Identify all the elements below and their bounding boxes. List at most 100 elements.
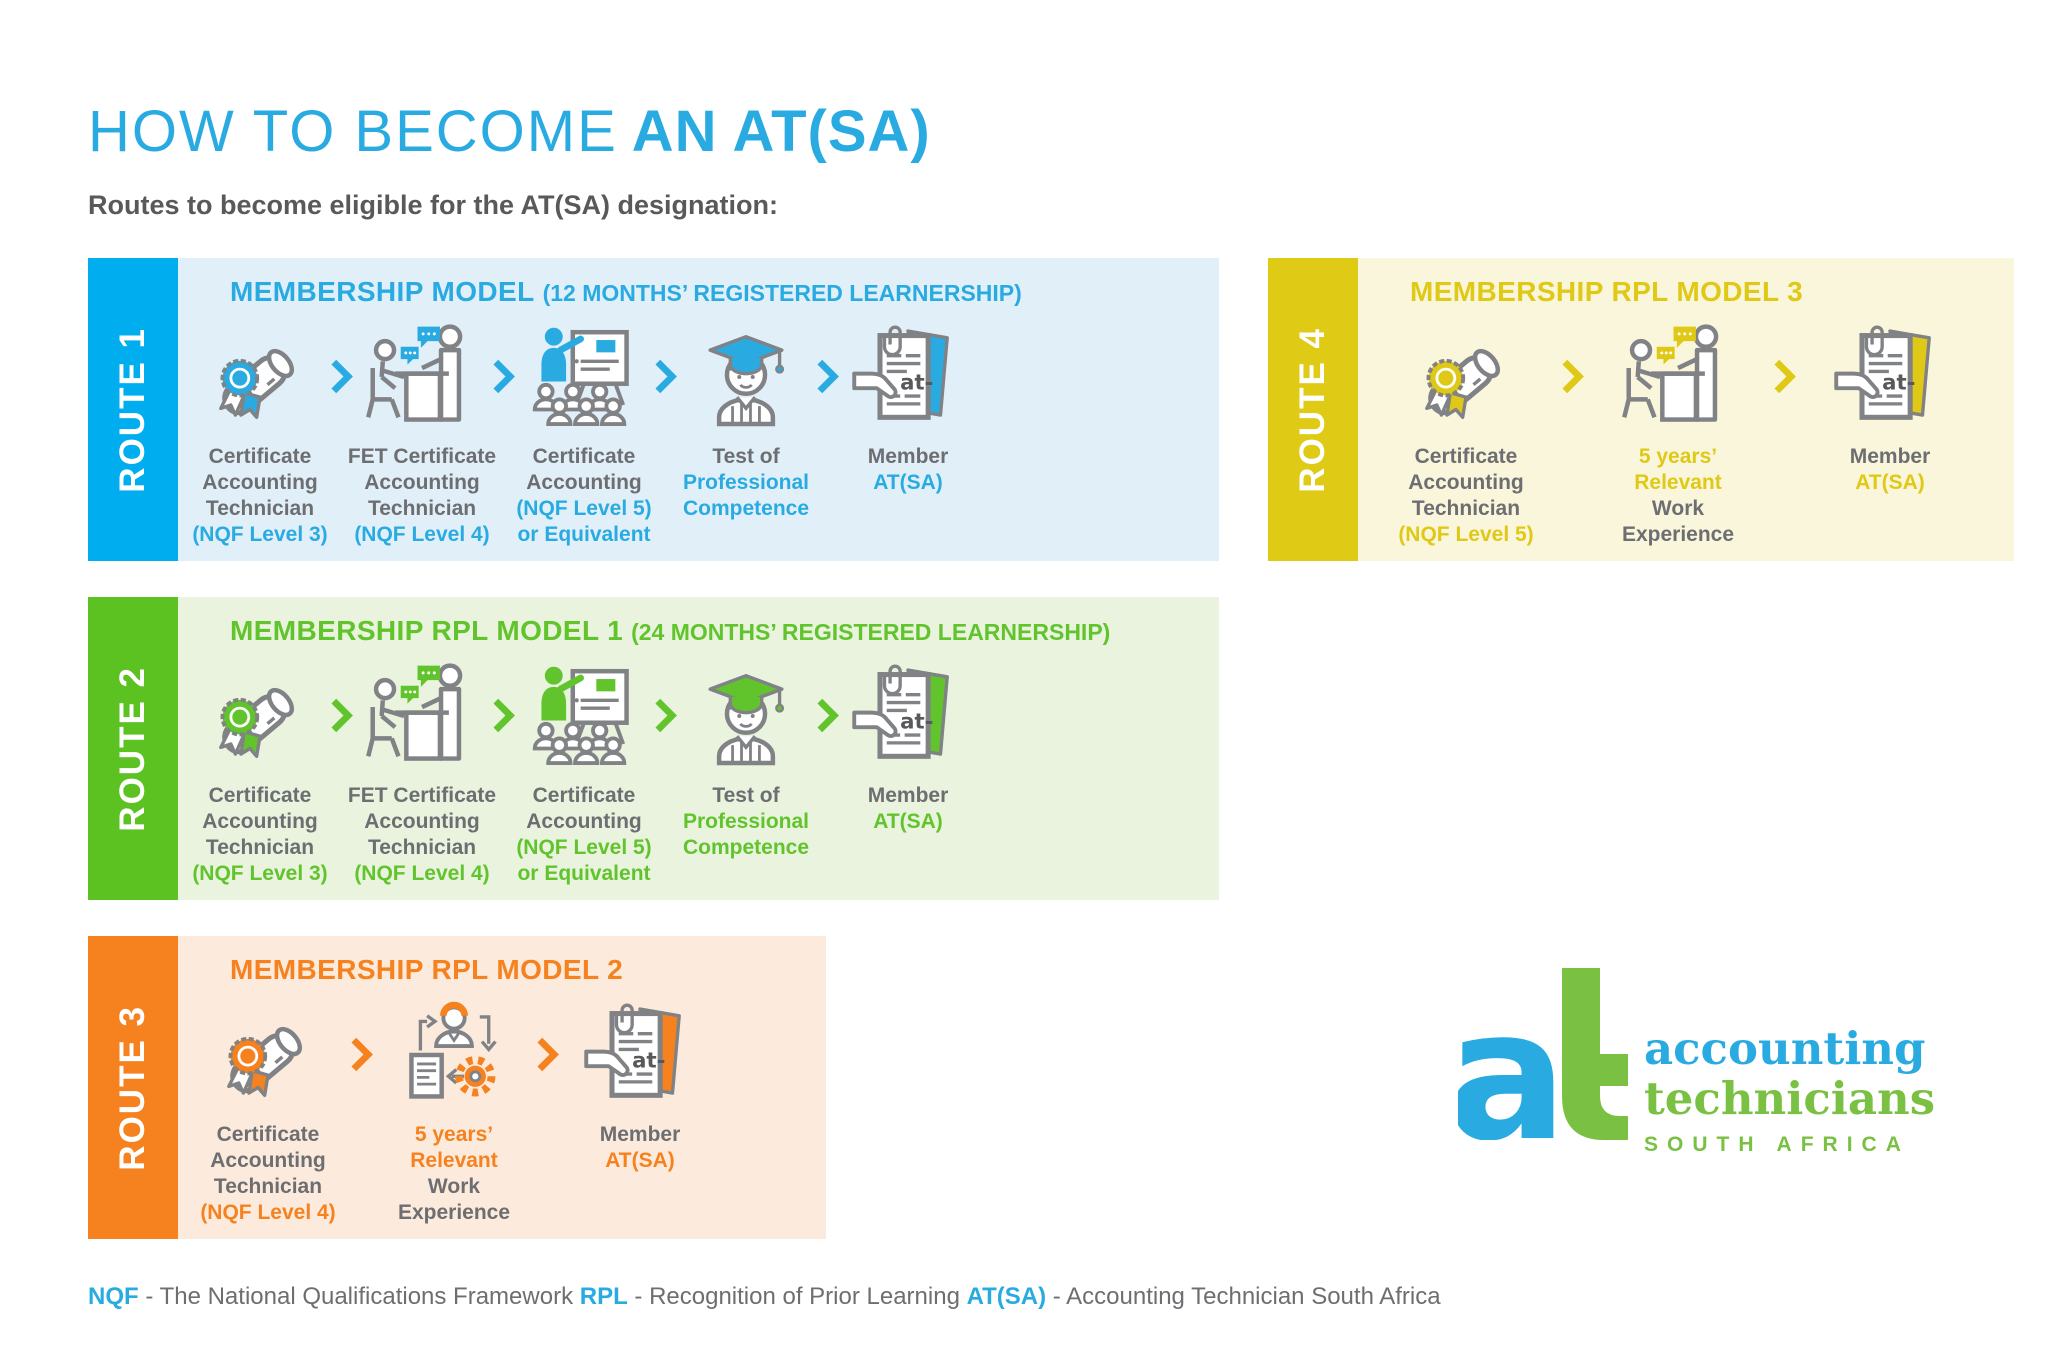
mentor-desk-icon <box>1621 318 1735 436</box>
step-label-line: (NQF Level 4) <box>354 862 490 885</box>
footnote-term: AT(SA) <box>966 1283 1047 1310</box>
route-4-heading: MEMBERSHIP RPL MODEL 3 <box>1358 276 2014 308</box>
chevron-right-icon <box>1550 359 1594 394</box>
step-label-line: Professional <box>682 471 810 494</box>
mentor-desk-icon <box>365 657 479 775</box>
route-1-content: MEMBERSHIP MODEL(12 MONTHS’ REGISTERED L… <box>178 258 1219 561</box>
chevron-right-icon <box>814 698 840 733</box>
step-label-line: Accounting <box>526 471 642 494</box>
page-subtitle: Routes to become eligible for the AT(SA)… <box>88 190 779 220</box>
step-label-line: Certificate <box>1414 445 1518 468</box>
step-label-line: Certificate <box>532 784 636 807</box>
step-label-line: Certificate <box>208 784 312 807</box>
logo-word-technicians: technicians <box>1644 1072 1936 1125</box>
logo-word-south-africa: SOUTH AFRICA <box>1644 1133 1910 1156</box>
diploma-icon <box>203 657 317 775</box>
route-2-label: ROUTE 2 <box>113 665 152 832</box>
route-3-heading-main: MEMBERSHIP RPL MODEL 2 <box>230 954 624 985</box>
step-label-line: Professional <box>682 810 810 833</box>
atsa-logo: a accounting technicians SOUTH AFRICA <box>1458 968 1935 1157</box>
chevron-right-icon <box>328 698 354 733</box>
route-2-panel: ROUTE 2 MEMBERSHIP RPL MODEL 1 (24 MONTHS… <box>88 597 1219 900</box>
step-label-line: Accounting <box>364 471 480 494</box>
page-title-light: HOW TO BECOME <box>88 99 618 164</box>
step-label-line: Technician <box>205 836 315 859</box>
svg-text:a: a <box>1458 972 1567 1140</box>
route-2-heading-note: (24 MONTHS’ REGISTERED LEARNERSHIP) <box>631 619 1111 645</box>
member-certificate-icon <box>851 657 965 775</box>
step-label-line: Member <box>867 784 949 807</box>
step-label-line: Work <box>1651 497 1705 520</box>
route-3-label: ROUTE 3 <box>113 1004 152 1171</box>
diploma-icon <box>1409 318 1523 436</box>
step-label-line: or Equivalent <box>517 862 651 885</box>
footnote-term: NQF <box>88 1283 139 1310</box>
member-certificate-icon <box>1833 318 1947 436</box>
atsa-logo-mark: a <box>1458 968 1628 1140</box>
route-4-heading-main: MEMBERSHIP RPL MODEL 3 <box>1410 276 1804 307</box>
step-label-line: FET Certificate <box>347 445 497 468</box>
step-label-line: Accounting <box>210 1149 326 1172</box>
step-label-line: Accounting <box>364 810 480 833</box>
route-3-band: ROUTE 3 <box>88 936 178 1239</box>
atsa-logo-wordmark: accounting technicians SOUTH AFRICA <box>1644 1024 1935 1157</box>
step-label-line: (NQF Level 4) <box>354 523 490 546</box>
step-label-line: 5 years’ <box>1638 445 1718 468</box>
step-label-line: Certificate <box>532 445 636 468</box>
route-1-label: ROUTE 1 <box>113 326 152 493</box>
step-label-line: Technician <box>213 1175 323 1198</box>
diploma-icon <box>211 996 325 1114</box>
step-label-line: Technician <box>367 836 477 859</box>
step-label-line: Member <box>599 1123 681 1146</box>
step-label-line: Accounting <box>202 810 318 833</box>
step-label-line: Technician <box>205 497 315 520</box>
step-label-line: Relevant <box>1634 471 1722 494</box>
step-label-line: Accounting <box>202 471 318 494</box>
step-label-line: Technician <box>367 497 477 520</box>
step-label-line: 5 years’ <box>414 1123 494 1146</box>
chevron-right-icon <box>814 359 840 394</box>
step-label-line: Work <box>427 1175 481 1198</box>
route-4-panel: ROUTE 4 MEMBERSHIP RPL MODEL 3 Certifica… <box>1268 258 2014 561</box>
step-label-line: (NQF Level 3) <box>192 523 328 546</box>
step-label-line: Competence <box>682 497 809 520</box>
chevron-right-icon <box>530 1037 564 1072</box>
diploma-icon <box>203 318 317 436</box>
route-2-heading-main: MEMBERSHIP RPL MODEL 1 <box>230 615 624 646</box>
route-2-heading: MEMBERSHIP RPL MODEL 1 (24 MONTHS’ REGIST… <box>178 615 1219 647</box>
graduate-icon <box>689 657 803 775</box>
member-certificate-icon <box>851 318 965 436</box>
graduate-icon <box>689 318 803 436</box>
footnote-text: - The National Qualifications Framework <box>138 1283 580 1310</box>
page-title-bold: AN AT(SA) <box>631 99 931 164</box>
step-label-line: Accounting <box>526 810 642 833</box>
step-label-line: (NQF Level 5) <box>516 497 652 520</box>
